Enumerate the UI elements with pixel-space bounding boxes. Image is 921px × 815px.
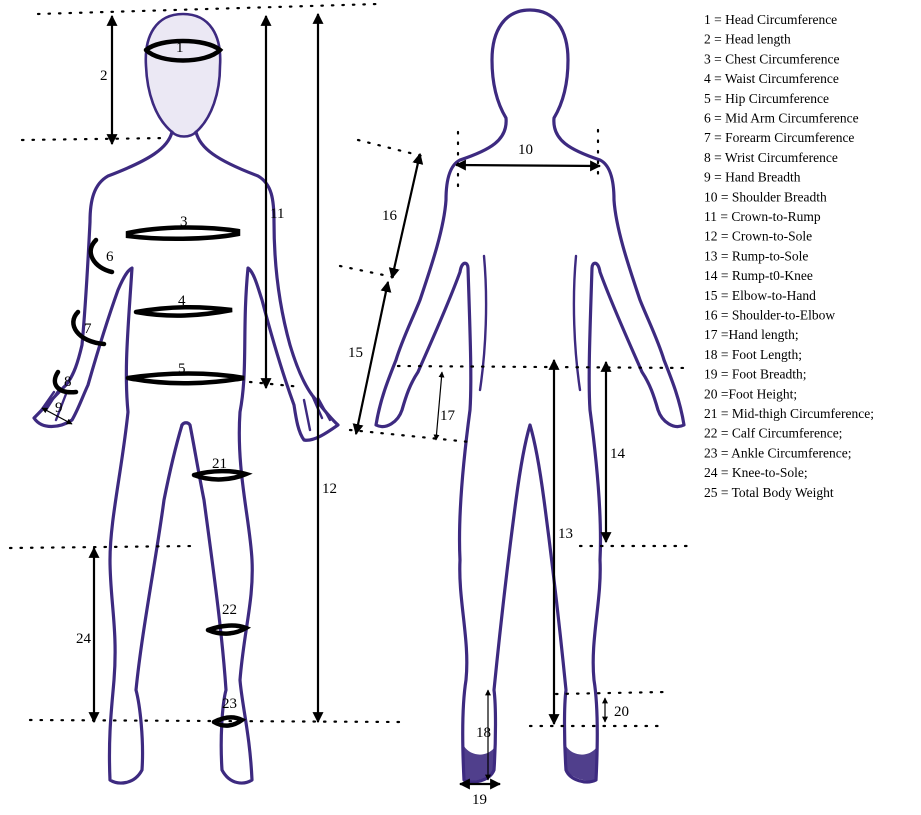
hand-dotted-line-back (350, 430, 470, 442)
label-17: 17 (440, 408, 456, 424)
legend-item: 20 =Foot Height; (704, 386, 797, 401)
label-13: 13 (558, 526, 573, 542)
legend-item: 1 = Head Circumference (704, 12, 837, 27)
label-12: 12 (322, 481, 337, 497)
arrow-shoulder-breadth (456, 165, 600, 166)
front-body-figure (34, 14, 338, 783)
legend-item: 21 = Mid-thigh Circumference; (704, 406, 874, 421)
back-body-outline (376, 10, 684, 782)
elbow-dotted-line-back (340, 266, 398, 278)
ankle-dotted-line-back (556, 692, 666, 694)
back-body-figure (376, 10, 684, 782)
legend-item: 25 = Total Body Weight (704, 485, 834, 500)
legend-item: 18 = Foot Length; (704, 347, 802, 362)
crown-dotted-line (38, 4, 378, 14)
label-20: 20 (614, 704, 629, 720)
ring-hip (128, 374, 244, 384)
label-7: 7 (84, 321, 92, 337)
legend-item: 4 = Waist Circumference (704, 71, 839, 86)
legend-item: 11 = Crown-to-Rump (704, 209, 821, 224)
legend-item: 24 = Knee-to-Sole; (704, 465, 808, 480)
legend-item: 7 = Forearm Circumference (704, 130, 854, 145)
label-8: 8 (64, 374, 72, 390)
legend-item: 15 = Elbow-to-Hand (704, 288, 816, 303)
ring-mid-thigh (194, 471, 246, 479)
label-4: 4 (178, 293, 186, 309)
legend-item: 9 = Hand Breadth (704, 170, 801, 185)
measurement-numbers: 1 2 3 4 5 6 7 8 9 10 11 12 13 14 15 16 1… (55, 40, 629, 808)
legend-item: 8 = Wrist Circumference (704, 150, 838, 165)
shoulder-dotted-line-back (358, 140, 422, 156)
label-24: 24 (76, 631, 92, 647)
rump-dotted-line-back (398, 366, 690, 368)
legend-item: 12 = Crown-to-Sole (704, 229, 812, 244)
label-23: 23 (222, 696, 237, 712)
label-15: 15 (348, 345, 363, 361)
legend-item: 2 = Head length (704, 32, 791, 47)
legend-item: 13 = Rump-to-Sole (704, 248, 808, 263)
label-22: 22 (222, 602, 237, 618)
legend: 1 = Head Circumference 2 = Head length 3… (704, 12, 874, 500)
legend-item: 17 =Hand length; (704, 327, 799, 342)
legend-item: 19 = Foot Breadth; (704, 367, 806, 382)
legend-item: 23 = Ankle Circumference; (704, 445, 851, 460)
ring-ankle (214, 718, 242, 726)
label-21: 21 (212, 456, 227, 472)
legend-item: 10 = Shoulder Breadth (704, 189, 827, 204)
label-11: 11 (270, 206, 284, 222)
label-1: 1 (176, 40, 184, 56)
label-14: 14 (610, 446, 626, 462)
label-2: 2 (100, 68, 108, 84)
back-inner-arm-lines (480, 256, 580, 390)
label-9: 9 (55, 400, 63, 416)
legend-item: 5 = Hip Circumference (704, 91, 829, 106)
label-16: 16 (382, 208, 398, 224)
label-6: 6 (106, 249, 114, 265)
label-5: 5 (178, 361, 186, 377)
rump-dotted-line-front (250, 382, 302, 387)
front-head (146, 14, 220, 137)
chin-dotted-line (22, 138, 168, 140)
knee-dotted-line-front (10, 546, 195, 548)
label-19: 19 (472, 792, 487, 808)
legend-item: 6 = Mid Arm Circumference (704, 111, 859, 126)
legend-item: 3 = Chest Circumference (704, 51, 839, 66)
label-10: 10 (518, 142, 533, 158)
label-3: 3 (180, 214, 188, 230)
circumference-rings (55, 41, 246, 726)
legend-item: 16 = Shoulder-to-Elbow (704, 308, 835, 323)
legend-item: 22 = Calf Circumference; (704, 426, 842, 441)
legend-item: 14 = Rump-t0-Knee (704, 268, 813, 283)
arrow-hand-length (436, 372, 442, 440)
label-18: 18 (476, 725, 491, 741)
ring-calf (208, 626, 246, 634)
